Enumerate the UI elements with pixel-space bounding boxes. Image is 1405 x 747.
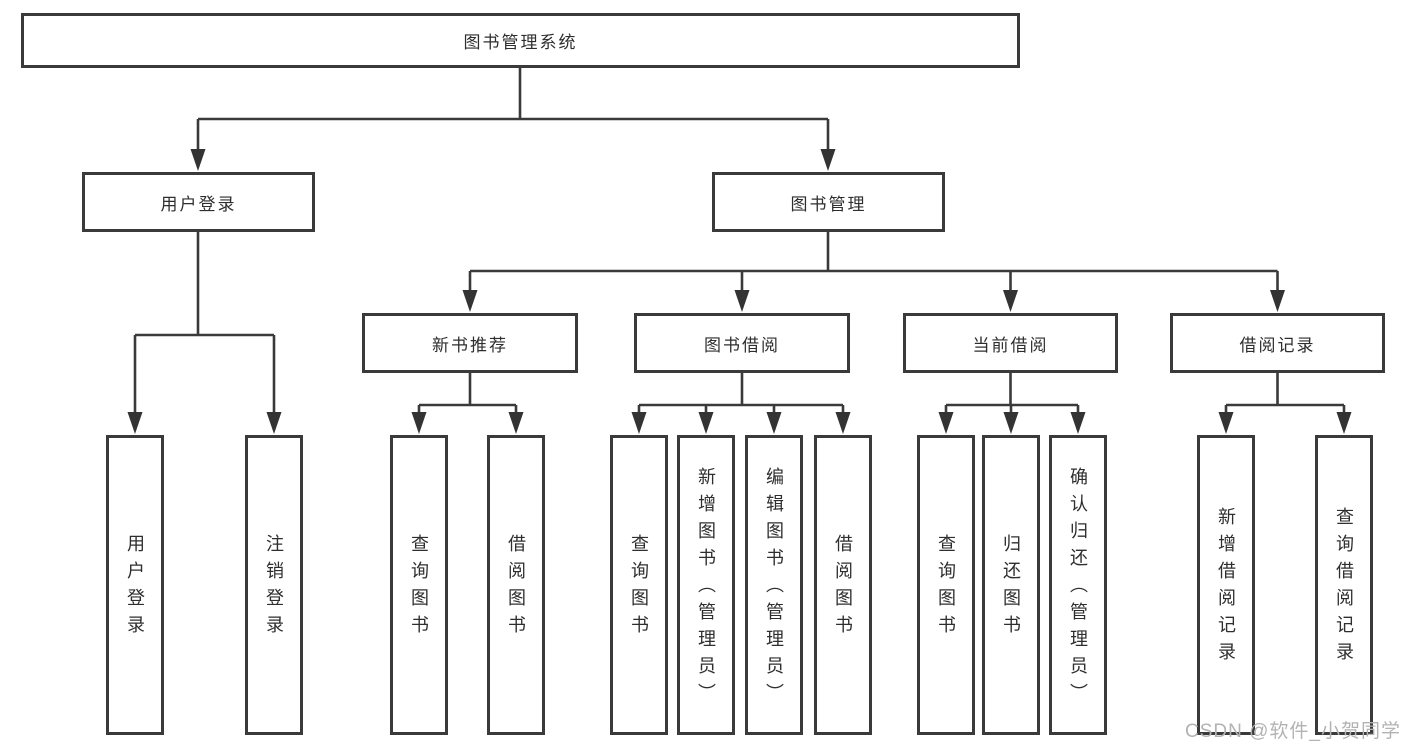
leaf-query-books-recommend: 查询图书 [390,435,448,735]
arrow-icon [1270,290,1285,312]
connector-user-login [133,232,276,416]
arrow-icon [190,149,206,171]
node-borrowing-records: 借阅记录 [1170,313,1385,373]
arrow-icon [127,412,143,434]
arrow-icon [462,290,478,312]
arrow-icon [698,412,714,434]
arrow-icon [508,412,524,434]
arrow-icon [266,412,282,434]
leaf-borrow-books-borrowing: 借阅图书 [814,435,872,735]
connector-current-borrowing [944,373,1080,416]
leaf-borrow-books-recommend: 借阅图书 [487,435,545,735]
leaf-query-books-current: 查询图书 [917,435,975,735]
connector-root [196,68,830,152]
csdn-watermark: CSDN @软件_小贺同学 [1185,721,1401,742]
connector-new-book-recommendation [417,373,518,416]
arrow-icon [820,149,836,171]
arrow-icon [1070,412,1086,434]
arrowheads [127,149,1352,434]
arrow-icon [411,412,427,434]
connector-book-borrowing [637,373,845,416]
node-new-book-recommendation: 新书推荐 [362,313,578,373]
arrow-icon [766,412,782,434]
arrow-icon [1218,412,1234,434]
leaf-confirm-return-admin: 确认归还（管理员） [1049,435,1107,735]
node-root: 图书管理系统 [21,13,1020,68]
node-user-login: 用户登录 [82,172,315,232]
arrow-icon [631,412,647,434]
leaf-add-book-admin: 新增图书（管理员） [677,435,735,735]
node-book-management: 图书管理 [712,172,945,232]
node-current-borrowing: 当前借阅 [903,313,1118,373]
leaf-user-login: 用户登录 [106,435,164,735]
leaf-return-books: 归还图书 [982,435,1040,735]
connector-borrowing-records [1224,373,1346,416]
leaf-edit-book-admin: 编辑图书（管理员） [745,435,803,735]
leaf-logout: 注销登录 [245,435,303,735]
node-book-borrowing: 图书借阅 [634,313,850,373]
arrow-icon [1336,412,1352,434]
leaf-add-borrow-record: 新增借阅记录 [1197,435,1255,735]
leaf-query-books-borrowing: 查询图书 [610,435,668,735]
arrow-icon [938,412,954,434]
arrow-icon [734,290,750,312]
leaf-query-borrow-record: 查询借阅记录 [1315,435,1373,735]
arrow-icon [1003,412,1019,434]
arrow-icon [835,412,851,434]
arrow-icon [1003,290,1018,312]
connector-book-management [468,232,1279,294]
